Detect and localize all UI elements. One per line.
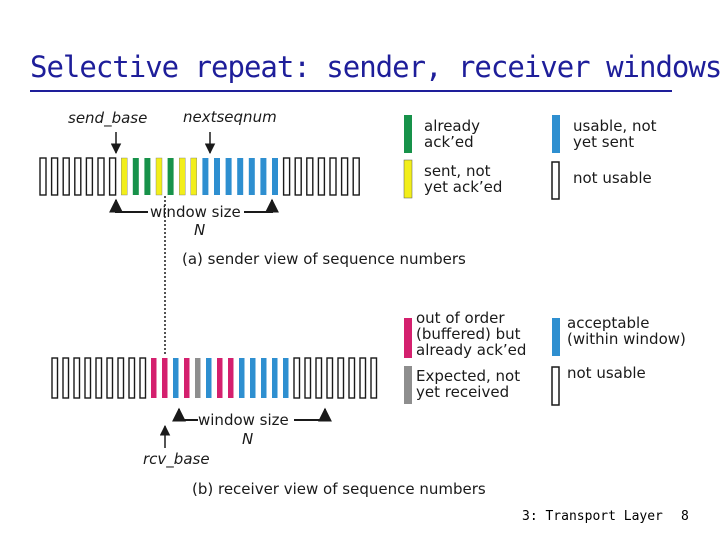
rcv-base-label: rcv_base: [143, 450, 210, 468]
footer-course-title: 3: Transport Layer: [522, 509, 663, 524]
slide-title: Selective repeat: sender, receiver windo…: [30, 50, 720, 84]
sender-slot-sent-not-acked: [120, 157, 128, 196]
receiver-slot-usable-or-acceptable: [206, 358, 212, 398]
sender-slot-usable-or-acceptable: [225, 158, 232, 195]
legend-text-out-of-order: out of order (buffered) but already ack’…: [416, 309, 527, 359]
sender-slot-usable-or-acceptable: [202, 158, 209, 195]
sender-slot-sent-not-acked: [155, 157, 163, 196]
sender-slot-not-usable: [317, 157, 326, 196]
legend-swatch-not-usable-sender: [551, 161, 560, 200]
receiver-slot-out-of-order-acked: [228, 358, 234, 398]
receiver-slot-out-of-order-acked: [162, 358, 168, 398]
title-underline: [30, 90, 672, 92]
sender-slot-not-usable: [306, 157, 314, 196]
receiver-slot-usable-or-acceptable: [250, 358, 256, 398]
receiver-slot-usable-or-acceptable: [173, 358, 179, 398]
receiver-slot-not-usable: [315, 357, 323, 399]
receiver-slot-not-usable: [370, 357, 378, 399]
legend-text-not-usable-sender: not usable: [573, 169, 652, 187]
sender-slot-not-usable: [294, 157, 302, 196]
receiver-slot-not-usable: [293, 357, 301, 399]
sender-slot-already-acked: [167, 158, 174, 195]
legend-text-usable-not-sent: usable, not yet sent: [573, 117, 657, 151]
receiver-window-size-label: window size: [198, 411, 289, 429]
sender-caption: (a) sender view of sequence numbers: [182, 250, 466, 268]
receiver-window-left-bracket: [172, 407, 198, 422]
sender-slot-not-usable: [85, 157, 94, 196]
receiver-slot-not-usable: [326, 357, 334, 399]
receiver-sequence-slots: [51, 357, 378, 399]
sender-slot-sent-not-acked: [178, 157, 186, 196]
legend-text-not-usable-receiver: not usable: [567, 364, 646, 382]
sender-slot-not-usable: [50, 157, 59, 196]
legend-swatch-usable-not-sent: [552, 115, 560, 153]
sender-sequence-slots: [39, 157, 360, 196]
sender-slot-not-usable: [329, 157, 337, 196]
receiver-slot-not-usable: [337, 357, 345, 399]
receiver-slot-out-of-order-acked: [217, 358, 223, 398]
receiver-slot-not-usable: [62, 357, 70, 399]
sender-slot-not-usable: [282, 157, 291, 196]
receiver-slot-usable-or-acceptable: [261, 358, 267, 398]
sender-window-n-label: N: [194, 221, 206, 239]
sender-window-right-bracket: [244, 198, 279, 213]
legend-text-sent-not-acked: sent, not yet ack’ed: [424, 162, 503, 196]
receiver-slot-not-usable: [139, 357, 147, 399]
footer-page-number: 8: [681, 509, 689, 524]
receiver-slot-not-usable: [304, 357, 312, 399]
sender-slot-not-usable: [74, 157, 82, 196]
send-base-label: send_base: [68, 109, 148, 127]
sender-slot-already-acked: [144, 158, 151, 195]
receiver-slot-out-of-order-acked: [184, 358, 190, 398]
sender-slot-not-usable: [62, 157, 70, 196]
sender-slot-not-usable: [352, 157, 360, 196]
sender-window-size-label: window size: [150, 203, 241, 221]
legend-swatch-already-acked: [404, 115, 412, 153]
receiver-slot-not-usable: [73, 357, 81, 399]
receiver-slot-not-usable: [84, 357, 92, 399]
sender-slot-not-usable: [340, 157, 349, 196]
sender-window-left-bracket: [109, 198, 148, 213]
receiver-slot-out-of-order-acked: [151, 358, 157, 398]
receiver-slot-expected-not-received: [195, 358, 201, 398]
receiver-window-right-bracket: [294, 407, 332, 422]
legend-text-acceptable: acceptable (within window): [567, 314, 686, 348]
receiver-slot-not-usable: [117, 357, 125, 399]
receiver-slot-usable-or-acceptable: [283, 358, 289, 398]
legend-swatch-acceptable: [552, 318, 560, 356]
sender-slot-usable-or-acceptable: [214, 158, 220, 195]
receiver-slot-usable-or-acceptable: [239, 358, 245, 398]
legend-swatch-not-usable-receiver: [551, 366, 560, 406]
receiver-slot-not-usable: [348, 357, 356, 399]
sender-slot-not-usable: [97, 157, 105, 196]
legend-swatch-out-of-order: [404, 318, 412, 358]
receiver-slot-not-usable: [359, 357, 367, 399]
sender-slot-usable-or-acceptable: [260, 158, 267, 195]
nextseqnum-label: nextseqnum: [183, 108, 277, 126]
sender-slot-usable-or-acceptable: [272, 158, 278, 195]
receiver-slot-not-usable: [51, 357, 59, 399]
sender-slot-usable-or-acceptable: [248, 158, 255, 195]
receiver-slot-usable-or-acceptable: [272, 358, 278, 398]
sender-slot-sent-not-acked: [190, 157, 198, 196]
legend-text-expected: Expected, not yet received: [416, 367, 521, 401]
receiver-slot-not-usable: [128, 357, 136, 399]
sender-slot-usable-or-acceptable: [237, 158, 244, 195]
sender-slot-not-usable: [108, 157, 117, 196]
sender-slot-already-acked: [132, 158, 139, 195]
legend-text-already-acked: already ack’ed: [424, 117, 481, 151]
receiver-caption: (b) receiver view of sequence numbers: [192, 480, 486, 498]
legend-swatch-sent-not-acked: [403, 159, 413, 199]
receiver-window-n-label: N: [242, 430, 254, 448]
legend-swatch-expected: [404, 366, 412, 404]
receiver-slot-not-usable: [106, 357, 114, 399]
sender-slot-not-usable: [39, 157, 47, 196]
receiver-slot-not-usable: [95, 357, 103, 399]
